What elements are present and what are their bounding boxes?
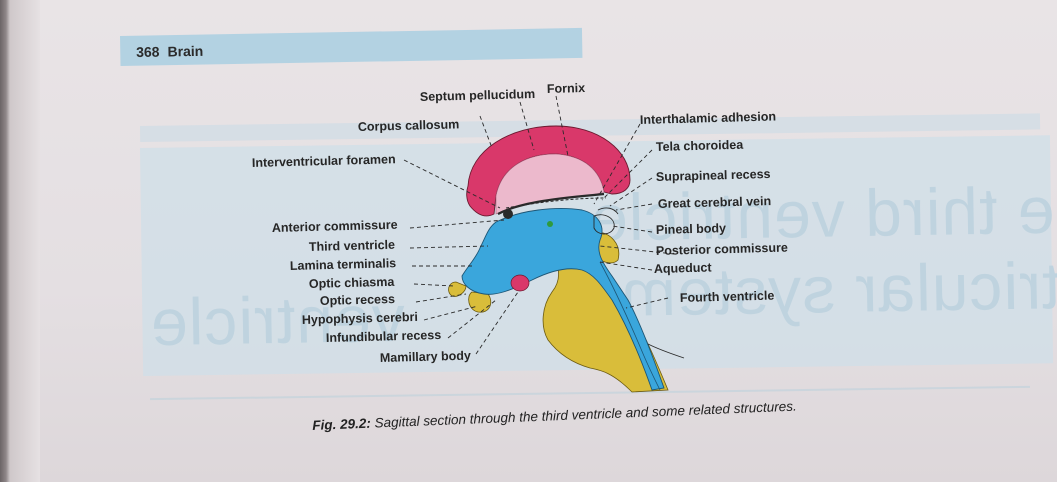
leader-line bbox=[416, 294, 466, 302]
interthalamic-adhesion-dot bbox=[547, 221, 553, 227]
label-aqueduct: Aqueduct bbox=[654, 260, 713, 276]
figure-caption-label: Fig. 29.2: bbox=[312, 416, 371, 433]
leader-line bbox=[626, 298, 668, 308]
label-fourth-ventricle: Fourth ventricle bbox=[680, 289, 775, 305]
label-optic-chiasma: Optic chiasma bbox=[309, 275, 396, 291]
leader-line bbox=[480, 116, 492, 148]
anterior-commissure-dot bbox=[503, 209, 513, 219]
label-third-ventricle: Third ventricle bbox=[309, 238, 396, 254]
label-posterior-commissure: Posterior commissure bbox=[656, 241, 788, 258]
leader-line bbox=[612, 226, 652, 232]
label-mamillary-body: Mamillary body bbox=[380, 349, 471, 365]
label-septum-pellucidum: Septum pellucidum bbox=[420, 87, 536, 104]
label-interventricular-foramen: Interventricular foramen bbox=[252, 152, 396, 170]
optic-chiasma-shape bbox=[449, 282, 466, 296]
leader-line bbox=[410, 246, 488, 248]
label-tela-choroidea: Tela choroidea bbox=[656, 138, 745, 154]
label-pineal-body: Pineal body bbox=[656, 221, 727, 237]
mamillary-body-shape bbox=[511, 275, 529, 291]
label-suprapineal-recess: Suprapineal recess bbox=[656, 167, 771, 184]
leader-line bbox=[414, 284, 454, 286]
hypophysis-shape bbox=[469, 292, 491, 312]
great-cerebral-vein-shape bbox=[598, 208, 618, 214]
label-great-cerebral-vein: Great cerebral vein bbox=[658, 194, 772, 211]
label-optic-recess: Optic recess bbox=[320, 292, 395, 308]
label-interthalamic-adhesion: Interthalamic adhesion bbox=[640, 109, 776, 127]
leader-line bbox=[410, 220, 504, 228]
leader-line bbox=[616, 204, 652, 210]
label-lamina-terminalis: Lamina terminalis bbox=[290, 256, 397, 273]
label-anterior-commissure: Anterior commissure bbox=[272, 218, 398, 235]
leader-line bbox=[600, 262, 652, 270]
label-hypophysis-cerebri: Hypophysis cerebri bbox=[302, 310, 418, 327]
label-fornix: Fornix bbox=[547, 81, 586, 96]
label-infundibular-recess: Infundibular recess bbox=[326, 328, 442, 345]
label-corpus-callosum: Corpus callosum bbox=[358, 117, 460, 134]
leader-line bbox=[424, 306, 478, 320]
